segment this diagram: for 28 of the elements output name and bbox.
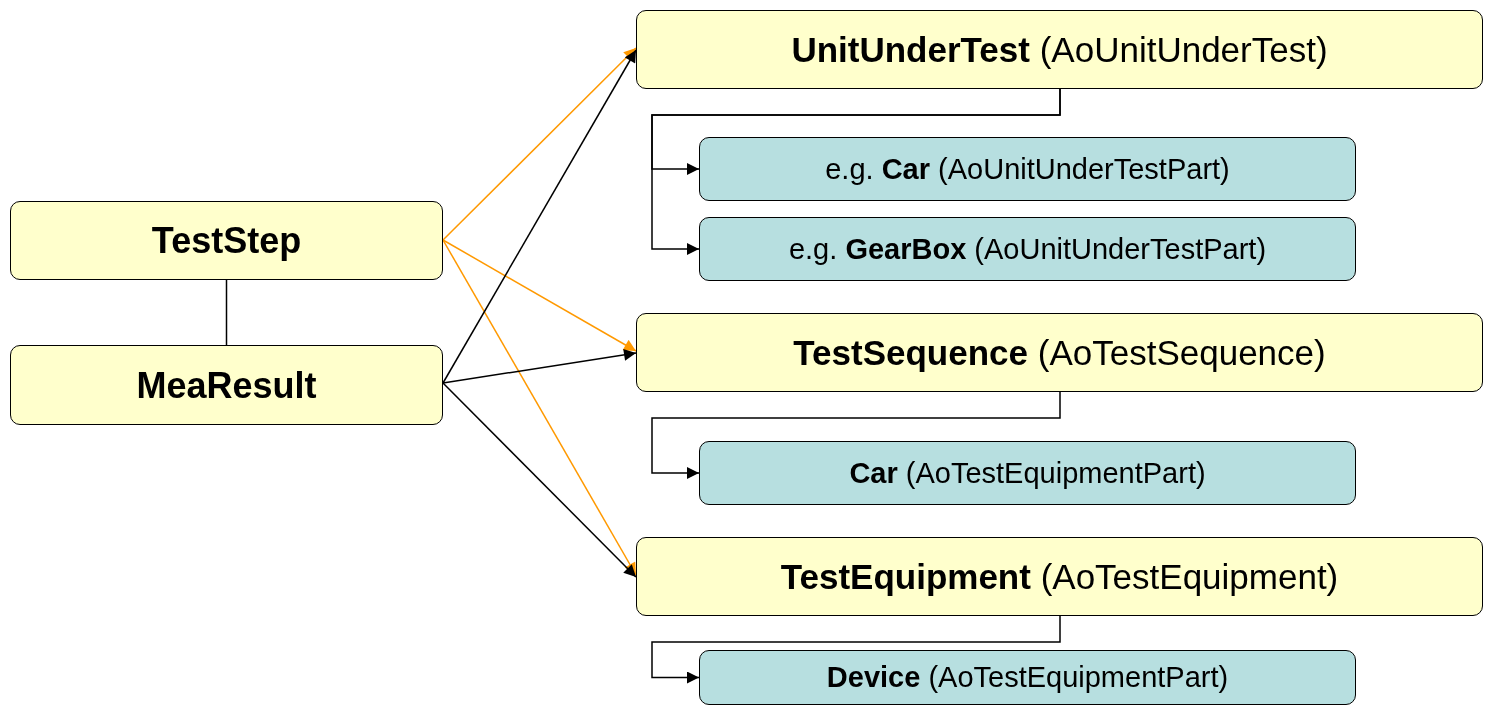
- entity-box: [636, 313, 1483, 392]
- arrow: [442, 49, 637, 384]
- node-label: Device (AoTestEquipmentPart): [826, 660, 1229, 696]
- connector-line: [225, 279, 228, 346]
- arrow: [442, 239, 637, 352]
- node-label: TestStep: [151, 219, 302, 263]
- node-label: TestEquipment (AoTestEquipment): [780, 555, 1339, 598]
- node-label: UnitUnderTest (AoUnitUnderTest): [791, 28, 1328, 71]
- entity-box: [636, 10, 1483, 89]
- node-label: Car (AoTestEquipmentPart): [849, 455, 1206, 491]
- entity-box: [10, 345, 443, 425]
- part-box: [699, 217, 1356, 281]
- part-box: [699, 650, 1356, 705]
- arrow: [442, 47, 637, 241]
- arrow: [442, 382, 637, 578]
- arrow: [651, 615, 1061, 684]
- node-label: e.g. GearBox (AoUnitUnderTestPart): [788, 231, 1267, 267]
- node-label: e.g. Car (AoUnitUnderTestPart): [825, 151, 1230, 187]
- node-label: MeaResult: [136, 363, 317, 408]
- entity-box: [636, 537, 1483, 616]
- node-label: TestSequence (AoTestSequence): [793, 331, 1326, 374]
- part-box: [699, 441, 1356, 505]
- arrow: [442, 239, 637, 576]
- arrow: [651, 88, 1061, 255]
- part-box: [699, 137, 1356, 201]
- entity-box: [10, 201, 443, 280]
- arrow: [442, 348, 637, 384]
- arrow: [651, 391, 1061, 479]
